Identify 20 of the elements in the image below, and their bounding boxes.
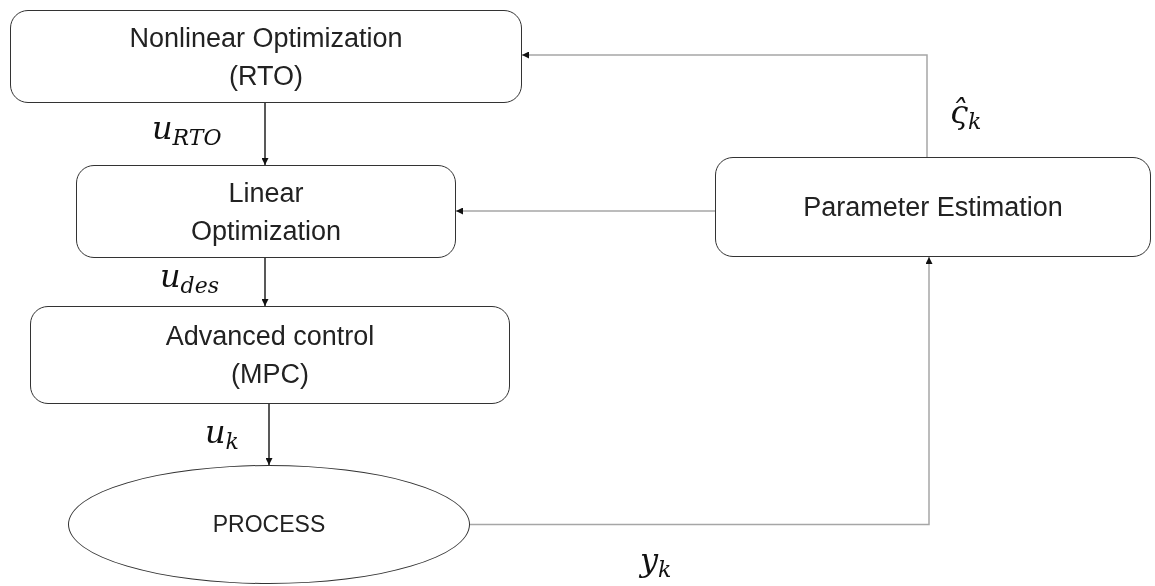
process-box: [715, 157, 1151, 257]
arrow: [261, 102, 269, 166]
arrow: [469, 256, 933, 526]
process-box: [10, 10, 522, 103]
process-box: [76, 165, 456, 258]
edge-label: u$_{des}$: [160, 256, 219, 296]
box-label: Advanced control (MPC): [164, 320, 376, 391]
arrow: [265, 403, 273, 466]
arrow: [261, 257, 269, 307]
box-label: PROCESS: [211, 510, 327, 540]
arrow: [455, 207, 716, 215]
edge-label: ς̂$_{k}$: [950, 92, 982, 132]
edge-label: u$_{RTO}$: [152, 108, 222, 148]
edge-label: u$_{k}$: [205, 412, 239, 452]
box-label: Parameter Estimation: [802, 190, 1064, 224]
process-box: [30, 306, 510, 404]
box-label: Nonlinear Optimization (RTO): [128, 21, 404, 93]
edge-label: y$_{k}$: [640, 540, 672, 580]
arrow: [521, 51, 928, 158]
box-label: Linear Optimization: [189, 176, 343, 248]
